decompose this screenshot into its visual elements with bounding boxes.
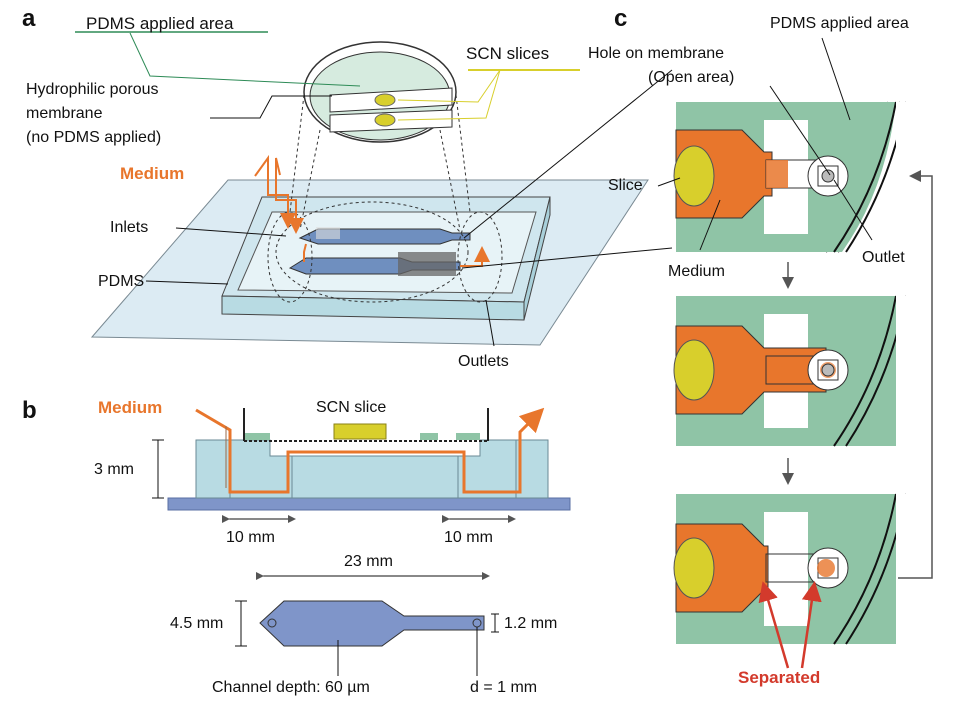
separated-label: Separated [738,668,821,687]
medium-label-a: Medium [120,164,185,183]
right-width-label: 10 mm [444,529,493,546]
panel-a-drawing [75,31,673,347]
hole-diameter-label: d = 1 mm [470,679,538,696]
panel-c-step-2 [673,295,916,447]
height-dimension-label: 3 mm [94,461,134,478]
channel-width-label: 4.5 mm [170,615,224,632]
panel-label-b: b [22,397,37,424]
panel-c-step-3 [673,493,916,669]
outlet-label: Outlet [862,249,905,266]
inlets-label: Inlets [110,219,149,236]
panel-c-step-1 [673,101,916,253]
pdms-applied-area-label-c: PDMS applied area [770,15,909,32]
panel-label-c: c [614,5,628,32]
scn-slices-label: SCN slices [466,44,550,63]
hole-label-line2: (Open area) [648,69,735,86]
membrane-label-line2: membrane [26,105,103,122]
length-label: 23 mm [344,553,393,570]
medium-label-c: Medium [668,263,725,280]
panel-label-a: a [22,5,36,32]
pdms-applied-area-label-a: PDMS applied area [86,14,234,33]
panel-b-drawing [152,407,571,676]
left-width-label: 10 mm [226,529,275,546]
scn-slice-label: SCN slice [316,399,387,416]
hole-label-line1: Hole on membrane [588,45,725,62]
medium-label-b: Medium [98,398,163,417]
membrane-label-line3: (no PDMS applied) [26,129,162,146]
narrow-width-label: 1.2 mm [504,615,558,632]
outlets-label: Outlets [458,353,509,370]
channel-depth-label: Channel depth: 60 µm [212,679,370,696]
pdms-label: PDMS [98,273,145,290]
membrane-label-line1: Hydrophilic porous [26,81,159,98]
slice-label: Slice [608,177,643,194]
